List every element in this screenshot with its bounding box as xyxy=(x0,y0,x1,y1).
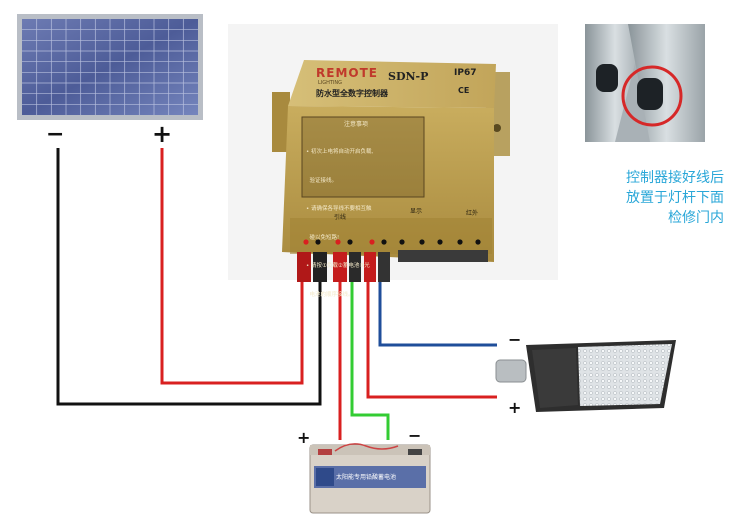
pole-photo xyxy=(585,24,705,142)
battery-minus-label: − xyxy=(408,426,422,445)
notes-list: • 初次上电将自动开启负载, 验证接线。 • 请确保各导线不要相互触 碰以免短路… xyxy=(306,129,424,310)
note-line: 验证接线。 xyxy=(306,177,337,184)
controller-product-name: 防水型全数字控制器 xyxy=(316,89,388,98)
lamp-plus-label: + xyxy=(508,398,522,417)
section-display-label: 显示 xyxy=(410,208,423,215)
panel-minus-label: − xyxy=(46,122,65,147)
controller xyxy=(228,24,558,282)
note-line: 电池的顺序接线。 xyxy=(306,291,354,298)
battery-negative-wire xyxy=(350,280,390,440)
ce-mark: CE xyxy=(458,86,470,95)
panel-positive-wire xyxy=(160,148,304,385)
controller-rating: IP67 xyxy=(454,68,477,78)
instruction-caption: 控制器接好线后 放置于灯杆下面 检修门内 xyxy=(584,168,724,228)
section-wires-label: 引线 xyxy=(334,214,347,221)
note-line: 碰以免短路! xyxy=(306,234,340,241)
load-negative-wire xyxy=(378,280,497,347)
battery-label: 太阳能专用铅酸蓄电池 xyxy=(336,474,397,481)
controller-model: SDN-P xyxy=(388,70,429,83)
panel-plus-label: + xyxy=(152,120,173,148)
battery-plus-label: + xyxy=(297,428,311,447)
terminal-dots xyxy=(303,239,481,245)
section-infrared-label: 红外 xyxy=(466,210,479,217)
wires xyxy=(56,148,497,440)
panel-negative-wire xyxy=(56,148,322,406)
note-line: • 初次上电将自动开启负载, xyxy=(306,149,374,155)
solar-panel xyxy=(17,14,203,120)
highlight-ring xyxy=(621,65,683,127)
controller-brand-sub: LIGHTING xyxy=(318,80,343,86)
street-lamp xyxy=(495,340,676,412)
instruction-line: 检修门内 xyxy=(668,210,724,226)
lamp-minus-label: − xyxy=(508,330,522,349)
instruction-line: 控制器接好线后 xyxy=(626,170,724,186)
load-positive-wire xyxy=(366,280,497,399)
note-line: • 请确保各导线不要相互触 xyxy=(306,206,372,212)
controller-brand: REMOTE xyxy=(316,66,378,80)
instruction-line: 放置于灯杆下面 xyxy=(626,190,724,206)
battery xyxy=(309,443,431,514)
notes-title: 注意事项 xyxy=(344,121,369,128)
cable-glands xyxy=(297,250,488,282)
note-line: • 请按①负载②蓄电池③光 xyxy=(306,263,370,269)
